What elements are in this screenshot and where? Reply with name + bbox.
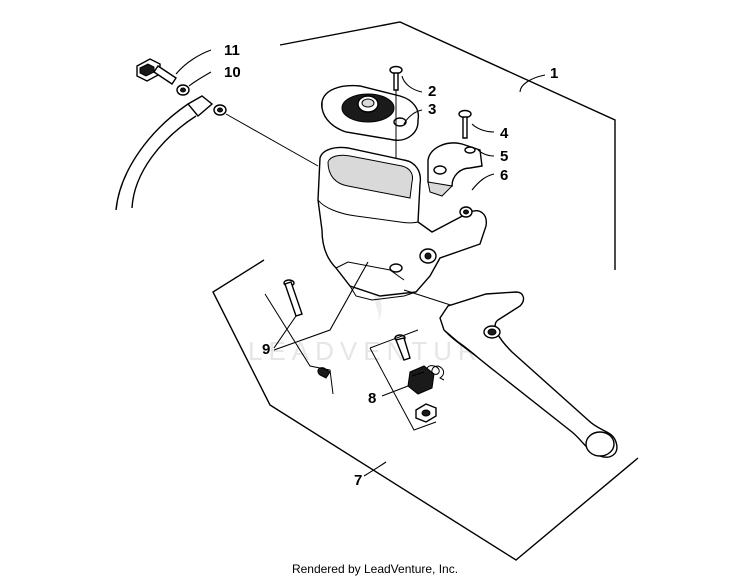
footer-credit: Rendered by LeadVenture, Inc.: [291, 562, 459, 576]
handlebar-clamp: [427, 142, 483, 197]
clamp-screw: [458, 109, 472, 139]
brake-hose: [115, 95, 214, 211]
callout-11: 11: [224, 42, 240, 59]
callout-3: 3: [428, 101, 436, 118]
master-cylinder-body: [317, 146, 487, 301]
callout-2: 2: [428, 83, 436, 100]
leader-lines: [175, 49, 546, 477]
pivot-bolt: [283, 279, 331, 379]
sealing-washers: [176, 84, 227, 116]
callout-10: 10: [224, 64, 241, 81]
adjuster-block: [407, 365, 435, 395]
callout-1: 1: [550, 65, 558, 82]
adjuster-pin: [394, 334, 411, 361]
callout-4: 4: [500, 125, 509, 142]
brake-lever: [439, 291, 618, 458]
callout-8: 8: [368, 390, 376, 407]
sub-bracket-8: [369, 329, 437, 431]
reservoir-cap: [321, 84, 420, 141]
assembly-bracket-1: [279, 21, 616, 270]
callout-9: 9: [262, 341, 270, 358]
callouts: 11 10 2 3 4 5 6 1 9 8 7: [224, 42, 558, 489]
callout-5: 5: [500, 148, 508, 165]
callout-6: 6: [500, 167, 508, 184]
locknut: [415, 403, 437, 423]
banjo-bolt: [136, 58, 177, 85]
callout-7: 7: [354, 472, 362, 489]
sub-bracket-9: [264, 293, 334, 395]
assembly-bracket-7: [212, 259, 639, 561]
